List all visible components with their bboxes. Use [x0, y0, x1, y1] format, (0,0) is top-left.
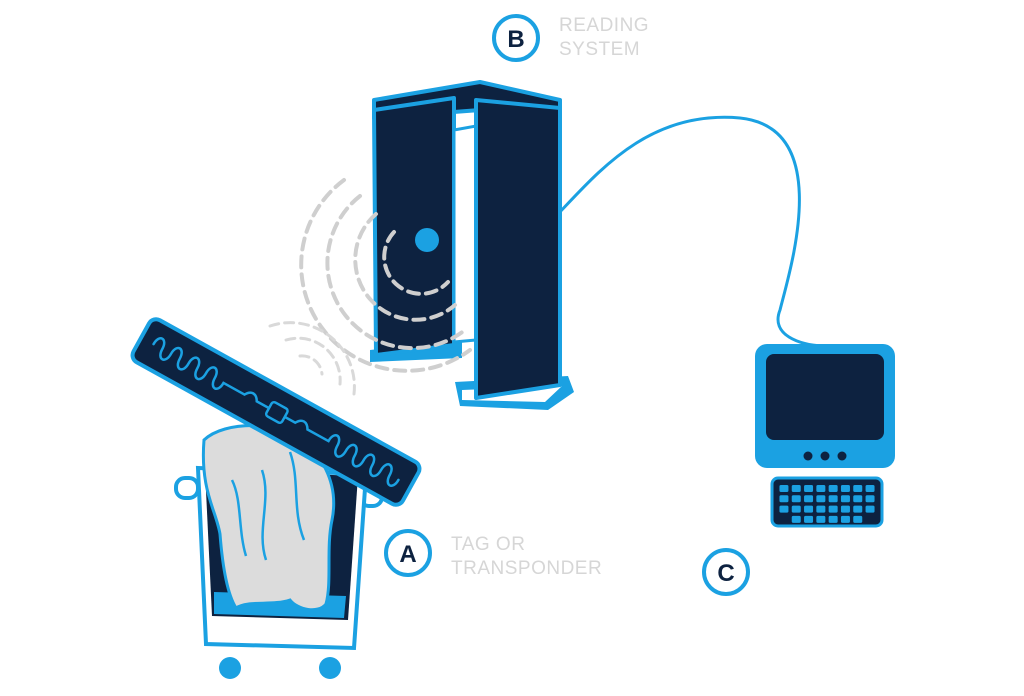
gate-radio-waves — [299, 178, 472, 373]
keyboard-key — [804, 505, 814, 513]
label-c-letter: C — [717, 560, 734, 587]
keyboard-key — [816, 515, 826, 523]
tag-radio-waves — [268, 321, 356, 396]
keyboard-key — [828, 485, 838, 492]
keyboard-icon — [770, 476, 884, 528]
keyboard-key — [840, 505, 850, 513]
label-a-caption: TAG OR TRANSPONDER — [451, 533, 602, 581]
keyboard-key — [853, 515, 863, 523]
keyboard-key — [804, 515, 814, 523]
label-b-line1: READING — [559, 15, 650, 36]
keyboard-key — [840, 495, 850, 503]
label-b-caption: READING SYSTEM — [559, 14, 649, 62]
keyboard-key — [853, 495, 863, 503]
keyboard-key — [779, 505, 789, 513]
label-a-line2: TRANSPONDER — [451, 558, 603, 579]
label-badge-b: B — [492, 14, 540, 62]
keyboard-key — [865, 495, 875, 503]
reader-gate-icon — [370, 80, 574, 410]
garment-icon — [201, 424, 336, 612]
computer-icon — [755, 344, 895, 468]
keyboard-key — [828, 505, 838, 513]
keyboard-key — [791, 515, 801, 523]
keyboard-key — [840, 485, 850, 492]
keyboard-key — [779, 485, 789, 492]
keyboard-key — [804, 495, 814, 503]
label-a-letter: A — [399, 541, 416, 568]
label-b-line2: SYSTEM — [559, 39, 641, 60]
keyboard-key — [779, 495, 789, 503]
keyboard-key — [865, 505, 875, 513]
label-badge-a: A — [384, 529, 432, 577]
connection-cable — [556, 115, 823, 348]
label-badge-c: C — [702, 548, 750, 596]
keyboard-key — [853, 505, 863, 513]
keyboard-key — [791, 485, 801, 492]
keyboard-key — [828, 495, 838, 503]
keyboard-key — [791, 505, 801, 513]
label-a-line1: TAG OR — [451, 534, 526, 555]
keyboard-key — [828, 515, 838, 523]
keyboard-key — [840, 515, 850, 523]
keyboard-key — [791, 495, 801, 503]
keyboard-key — [853, 485, 863, 492]
keyboard-key — [865, 485, 875, 492]
label-b-letter: B — [507, 26, 524, 53]
keyboard-key — [816, 505, 826, 513]
keyboard-key — [804, 485, 814, 492]
keyboard-key — [816, 485, 826, 492]
keyboard-key — [816, 495, 826, 503]
rfid-tag-icon — [130, 317, 422, 507]
